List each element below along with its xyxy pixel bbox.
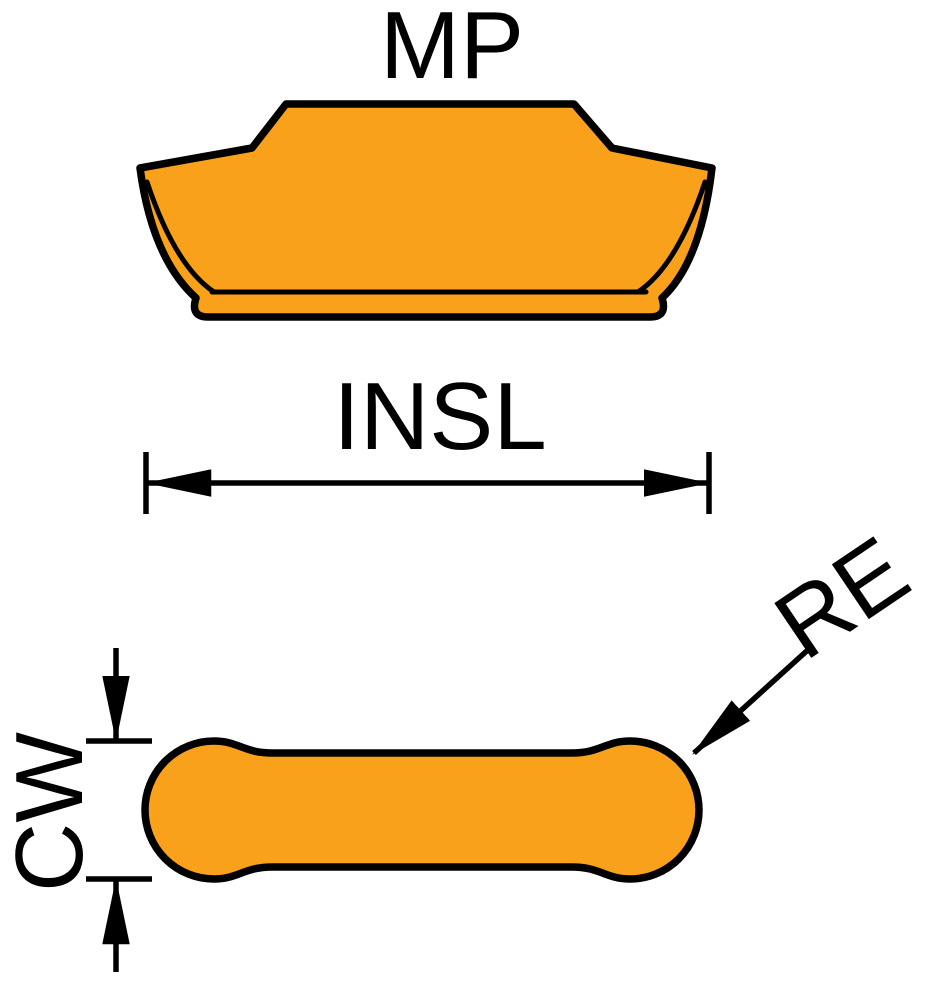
insert-length-label: INSL bbox=[333, 363, 546, 470]
insert-top-view-shape bbox=[141, 737, 703, 883]
geometry-label: MP bbox=[380, 0, 524, 99]
corner-radius-label: RE bbox=[757, 516, 927, 679]
cutting-width-label: CW bbox=[0, 732, 103, 892]
insert-side-curve-right bbox=[635, 179, 708, 295]
insert-front-view-shape bbox=[136, 100, 716, 321]
re-leader-arrow bbox=[691, 645, 812, 756]
insert-side-curve-left bbox=[144, 179, 217, 295]
